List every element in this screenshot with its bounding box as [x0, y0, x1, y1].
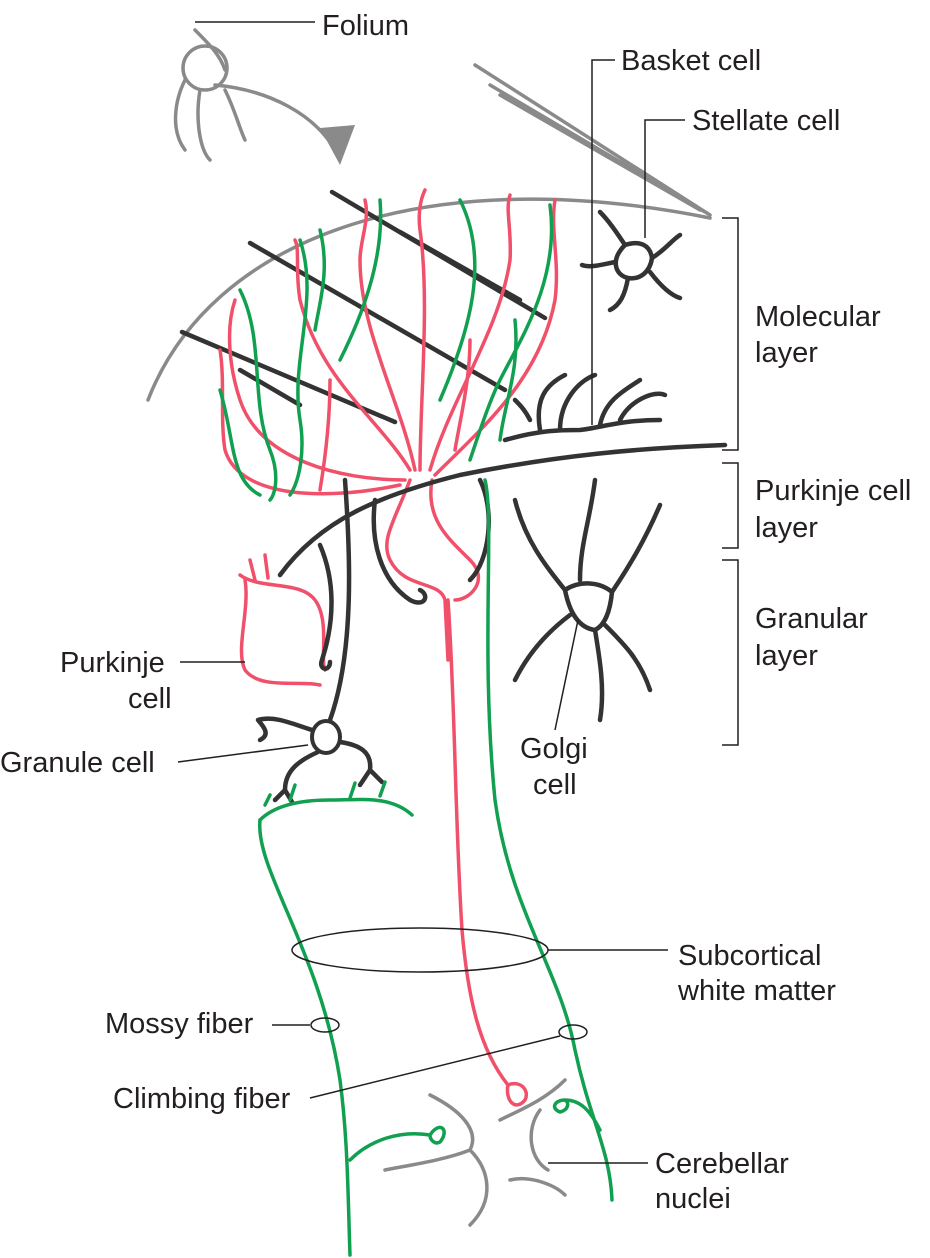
label-granule-cell: Granule cell — [0, 747, 155, 779]
label-purkinje-layer-2: layer — [755, 512, 818, 544]
layer-brackets — [722, 217, 739, 746]
folium-icon — [173, 28, 355, 165]
label-molecular-layer-2: layer — [755, 337, 818, 369]
label-molecular-layer-1: Molecular — [755, 301, 881, 333]
purkinje-layer-line — [277, 442, 728, 578]
label-granular-layer-2: layer — [755, 640, 818, 672]
climbing-fiber — [483, 478, 614, 1202]
label-subcortical-1: Subcortical — [678, 940, 821, 972]
label-basket-cell: Basket cell — [621, 45, 761, 77]
mossy-fiber — [258, 780, 446, 1257]
stellate-cell — [579, 209, 683, 313]
purkinje-dendrites — [218, 188, 559, 502]
label-climbing-fiber: Climbing fiber — [113, 1083, 291, 1115]
label-granular-layer-1: Granular — [755, 603, 868, 635]
label-folium: Folium — [322, 10, 409, 42]
granule-cell — [255, 477, 491, 805]
label-mossy-fiber: Mossy fiber — [105, 1008, 254, 1040]
basket-cell — [502, 372, 668, 443]
golgi-cell — [512, 477, 663, 723]
label-subcortical-2: white matter — [677, 975, 836, 1007]
label-stellate-cell: Stellate cell — [692, 105, 840, 137]
leader-lines — [177, 21, 685, 1164]
cerebellar-nuclei — [383, 1078, 567, 1227]
label-purkinje-layer-1: Purkinje cell — [755, 475, 911, 507]
label-golgi-cell-1: Golgi — [520, 733, 588, 765]
label-cerebellar-nuclei-1: Cerebellar — [655, 1148, 789, 1180]
label-cerebellar-nuclei-2: nuclei — [655, 1183, 731, 1215]
label-purkinje-cell-2: cell — [128, 683, 172, 715]
label-golgi-cell-2: cell — [533, 769, 577, 801]
label-purkinje-cell-1: Purkinje — [60, 647, 165, 679]
